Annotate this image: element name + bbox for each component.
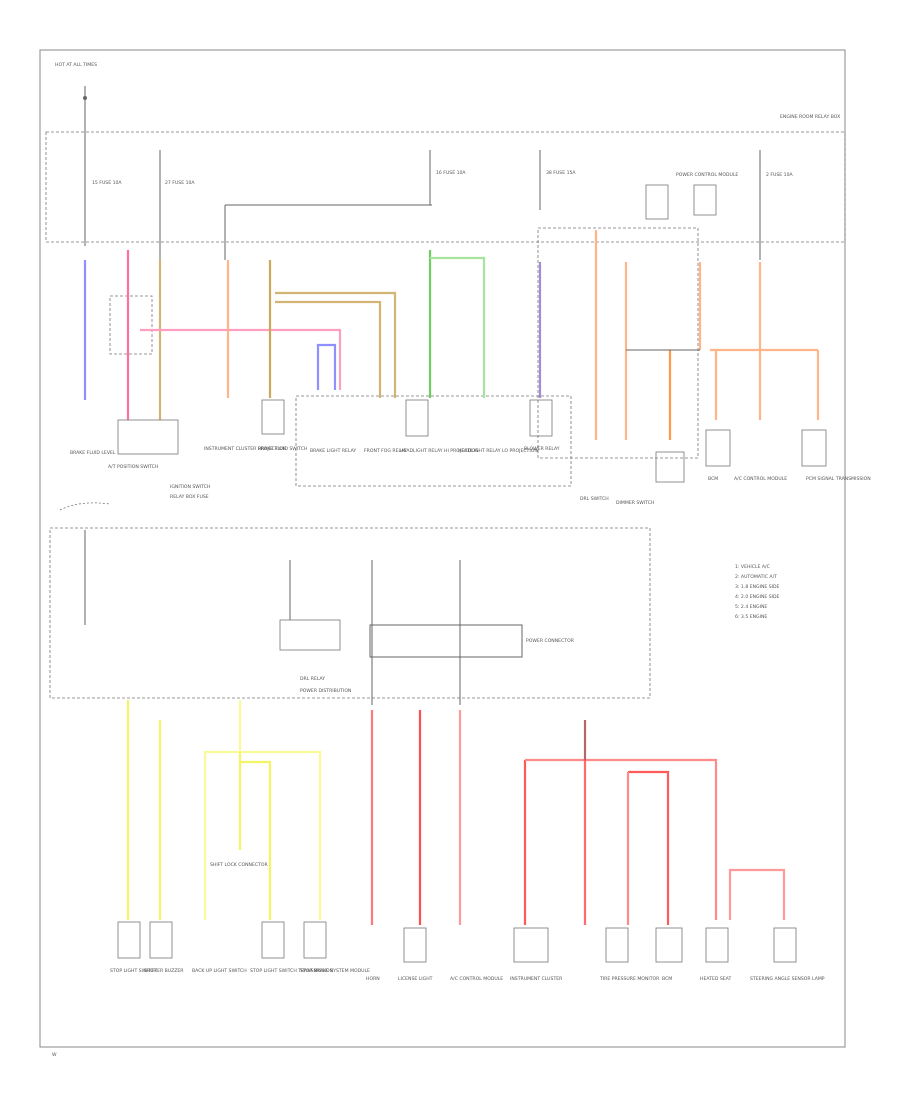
lower-load-7: LICENSE LIGHT: [398, 976, 433, 982]
upper-load-4: BRAKE FLUID SWITCH: [258, 446, 307, 452]
lower-load-8: A/C CONTROL MODULE: [450, 976, 503, 982]
relay-box-outline: [45, 131, 846, 243]
fuse-label-6: 2 FUSE 10A: [766, 172, 794, 178]
upper-load-8: HEADLIGHT RELAY LO PROJECTION: [458, 448, 538, 454]
lower-load-13: STEERING ANGLE SENSOR LAMP: [750, 976, 825, 982]
upper-sub-box-2: [295, 395, 572, 487]
legend-item-2: 2: AUTOMATIC A/T: [735, 574, 777, 580]
lower-load-4: STOP LIGHT SWITCH TRANSMISSION: [250, 968, 333, 974]
legend-item-3: 3: 1.8 ENGINE SIDE: [735, 584, 780, 590]
fuse-label-3: 16 FUSE 10A: [436, 170, 466, 176]
power-distribution-box: [369, 624, 523, 658]
fuse-label-2: 27 FUSE 10A: [165, 180, 195, 186]
middle-box: [49, 527, 651, 699]
lower-load-12: HEATED SEAT: [700, 976, 731, 982]
lower-load-9: INSTRUMENT CLUSTER: [510, 976, 563, 982]
middle-relay-label: POWER DISTRIBUTION: [300, 688, 351, 694]
upper-sub-box: [109, 295, 153, 355]
relay-box-label: ENGINE ROOM RELAY BOX: [780, 114, 840, 120]
upper-load-10: DRL SWITCH: [580, 496, 609, 502]
legend-item-6: 6: 3.5 ENGINE: [735, 614, 767, 620]
legend-item-5: 5: 2.4 ENGINE: [735, 604, 767, 610]
lower-loads: [117, 921, 797, 963]
upper-sub-box-3: [537, 227, 699, 459]
lower-load-11: BCM: [662, 976, 672, 982]
lower-conn-label: SHIFT LOCK CONNECTOR: [210, 862, 268, 868]
upper-loads: [117, 399, 827, 483]
upper-load-3: INSTRUMENT CLUSTER PROJECTION: [204, 446, 286, 452]
upper-sub-label: IGNITION SWITCH: [170, 484, 210, 490]
power-control-module-2: [693, 184, 717, 216]
drl-relay-box: [279, 619, 341, 651]
upper-wires: [83, 230, 820, 440]
fuse-label-5: POWER CONTROL MODULE: [676, 172, 738, 178]
legend-item-4: 4: 2.0 ENGINE SIDE: [735, 594, 780, 600]
middle-fuse-label: DRL RELAY: [300, 676, 325, 682]
power-source: HOT AT ALL TIMES: [55, 62, 97, 246]
upper-load-13: A/C CONTROL MODULE: [734, 476, 787, 482]
legend: 1: VEHICLE A/C 2: AUTOMATIC A/T 3: 1.8 E…: [735, 564, 780, 620]
middle-right-label: POWER CONNECTOR: [526, 638, 575, 644]
lower-load-10: TIRE PRESSURE MONITOR: [599, 976, 660, 982]
power-control-module: [645, 184, 669, 220]
page-ref: W: [52, 1052, 57, 1058]
lower-load-1: STOP LIGHT SWITCH: [110, 968, 157, 974]
fuse-label-4: 38 FUSE 15A: [546, 170, 576, 176]
upper-load-12: BCM: [708, 476, 718, 482]
upper-load-9: BLOWER RELAY: [524, 446, 560, 452]
upper-sub2-label: RELAY BOX FUSE: [170, 494, 209, 500]
upper-load-6: FRONT FOG RELAY: [364, 448, 407, 454]
upper-load-5: BRAKE LIGHT RELAY: [310, 448, 356, 454]
upper-load-14: PCM SIGNAL TRANSMISSION: [806, 476, 871, 482]
upper-load-7: HEADLIGHT RELAY HI PROJECTION: [400, 448, 479, 454]
upper-load-2: A/T POSITION SWITCH: [108, 464, 158, 470]
legend-item-1: 1: VEHICLE A/C: [735, 564, 770, 570]
lower-load-2: SHIFTER BUZZER: [144, 968, 184, 974]
lower-load-3: BACK UP LIGHT SWITCH: [192, 968, 247, 974]
upper-load-11: DIMMER SWITCH: [616, 500, 654, 506]
lower-wires: [126, 700, 786, 925]
upper-sub-connector: [59, 502, 111, 511]
upper-load-1: BRAKE FLUID LEVEL: [70, 450, 116, 456]
lower-load-6: HORN: [366, 976, 380, 982]
diagram-frame: [39, 49, 846, 1048]
fuse-label-1: 15 FUSE 10A: [92, 180, 122, 186]
power-source-label: HOT AT ALL TIMES: [55, 62, 97, 68]
lower-load-5: STOP BRAKE SYSTEM MODULE: [300, 968, 370, 974]
